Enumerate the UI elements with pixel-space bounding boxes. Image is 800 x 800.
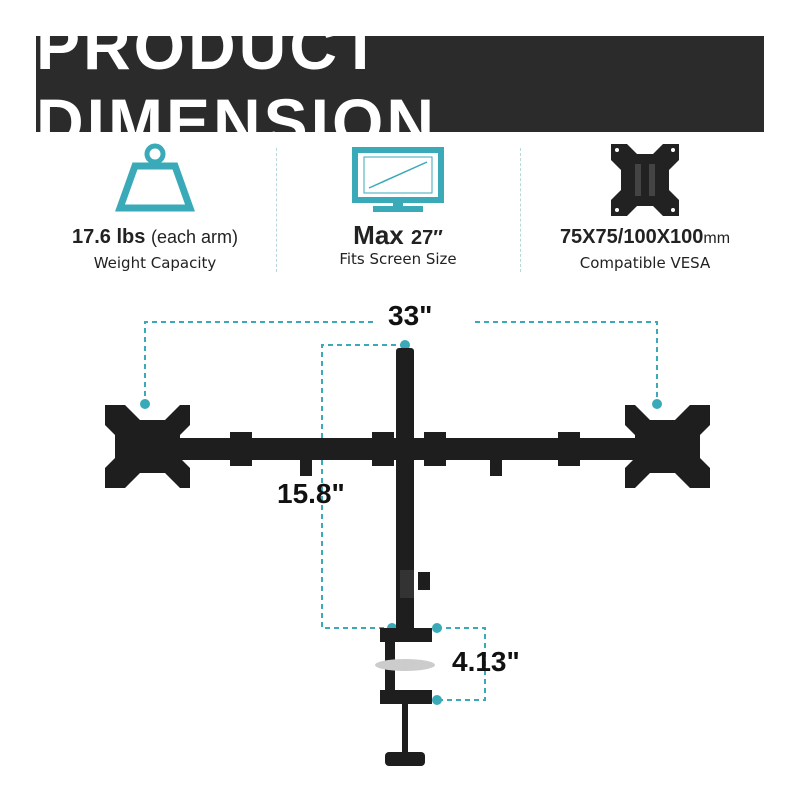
clamp-dimension: 4.13" xyxy=(452,646,520,677)
weight-suffix: (each arm) xyxy=(150,227,238,247)
dimension-markers xyxy=(140,340,662,705)
width-dimension: 33" xyxy=(388,300,433,331)
screen-value: Max xyxy=(353,220,404,250)
weight-icon xyxy=(115,143,195,212)
monitor-mount-illustration xyxy=(105,321,710,766)
height-dimension: 15.8" xyxy=(277,478,345,509)
feature-vesa: 75X75/100X100mm Compatible VESA xyxy=(525,140,765,280)
vesa-label: Compatible VESA xyxy=(579,254,711,272)
feature-weight: 17.6 lbs (each arm) Weight Capacity xyxy=(35,140,275,280)
dimension-lines xyxy=(144,321,658,701)
weight-value: 17.6 lbs xyxy=(72,226,146,248)
screen-label: Fits Screen Size xyxy=(339,250,457,268)
vesa-suffix: mm xyxy=(703,230,731,247)
vesa-value: 75X75/100X100 xyxy=(559,226,704,248)
feature-screen: Max 27″ Fits Screen Size xyxy=(278,140,518,280)
title-banner: PRODUCT DIMENSION xyxy=(36,9,764,159)
page-title: PRODUCT DIMENSION xyxy=(36,9,438,159)
divider xyxy=(276,148,277,272)
divider xyxy=(520,148,521,272)
monitor-icon xyxy=(352,147,444,212)
vesa-plate-icon xyxy=(611,144,679,216)
mount-arms xyxy=(105,348,710,766)
weight-label: Weight Capacity xyxy=(93,254,217,272)
screen-suffix: 27″ xyxy=(410,227,443,249)
